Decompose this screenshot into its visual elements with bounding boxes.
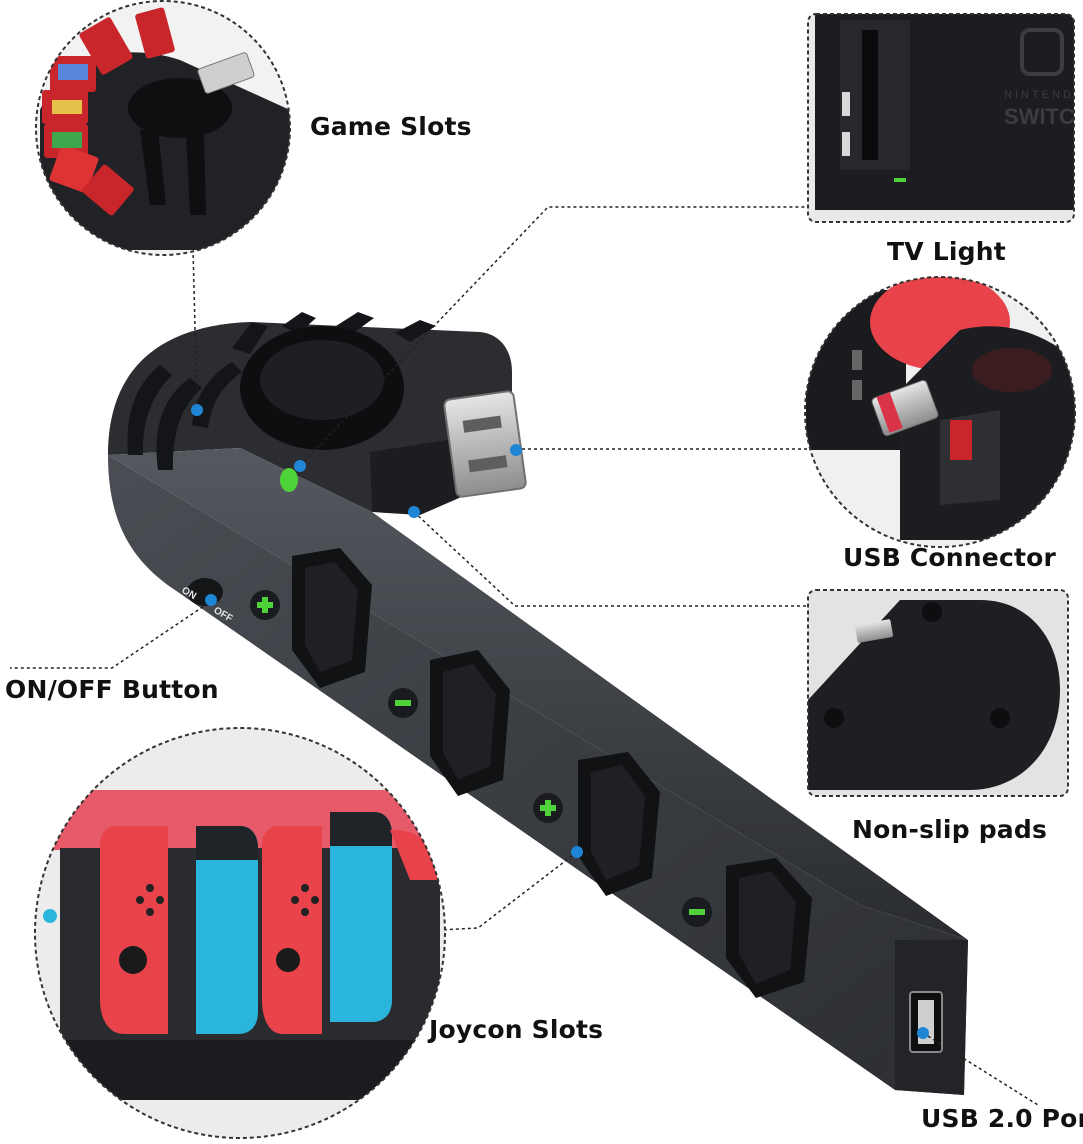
inset-non-slip-pads (807, 589, 1069, 797)
tv-light-led (280, 468, 298, 492)
callout-dot-tv-light (294, 460, 306, 472)
charging-dock-body: ON OFF (108, 312, 968, 1095)
callout-dot-on-off (205, 594, 217, 606)
joycon-blue-2 (330, 812, 392, 1022)
usb-2-port (909, 991, 943, 1053)
inset-usb-connector (804, 276, 1076, 548)
joycon-slot-4 (726, 858, 812, 998)
label-non-slip-pads: Non-slip pads (852, 815, 1048, 844)
plus-indicator-1 (250, 590, 280, 620)
usb-a-plug (443, 390, 527, 498)
plus-indicator-2 (533, 793, 563, 823)
callout-dot-usb-connector (510, 444, 522, 456)
joycon-slot-3 (578, 752, 660, 896)
minus-indicator-1 (388, 688, 418, 718)
svg-text:NINTENDO: NINTENDO (1004, 89, 1083, 101)
joycon-red-1 (100, 826, 168, 1034)
inset-joycon-slots (34, 727, 446, 1139)
joycon-blue-1 (196, 826, 258, 1034)
label-usb-port: USB 2.0 Port (921, 1104, 1083, 1133)
game-card-fins (127, 312, 436, 470)
game-cartridges (42, 7, 175, 216)
callout-dot-game-slots (191, 404, 203, 416)
svg-text:SWITCH: SWITCH (1004, 104, 1083, 129)
callout-dots (191, 404, 929, 1039)
joycon-slot-2 (430, 650, 510, 796)
label-usb-connector: USB Connector (843, 543, 1057, 572)
label-joycon-slots: Joycon Slots (429, 1015, 604, 1044)
joycon-red-2 (262, 826, 322, 1034)
inset-game-slots (35, 0, 291, 256)
joycon-slot-1 (292, 548, 372, 688)
minus-indicator-2 (682, 897, 712, 927)
callout-dot-usb-port (917, 1027, 929, 1039)
callout-dot-non-slip-pads (408, 506, 420, 518)
inset-tv-light: NINTENDO SWITCH (807, 13, 1083, 223)
callout-dot-joycon-slots (571, 846, 583, 858)
label-on-off-button: ON/OFF Button (5, 675, 219, 704)
label-tv-light: TV Light (887, 237, 1006, 266)
label-game-slots: Game Slots (310, 112, 472, 141)
